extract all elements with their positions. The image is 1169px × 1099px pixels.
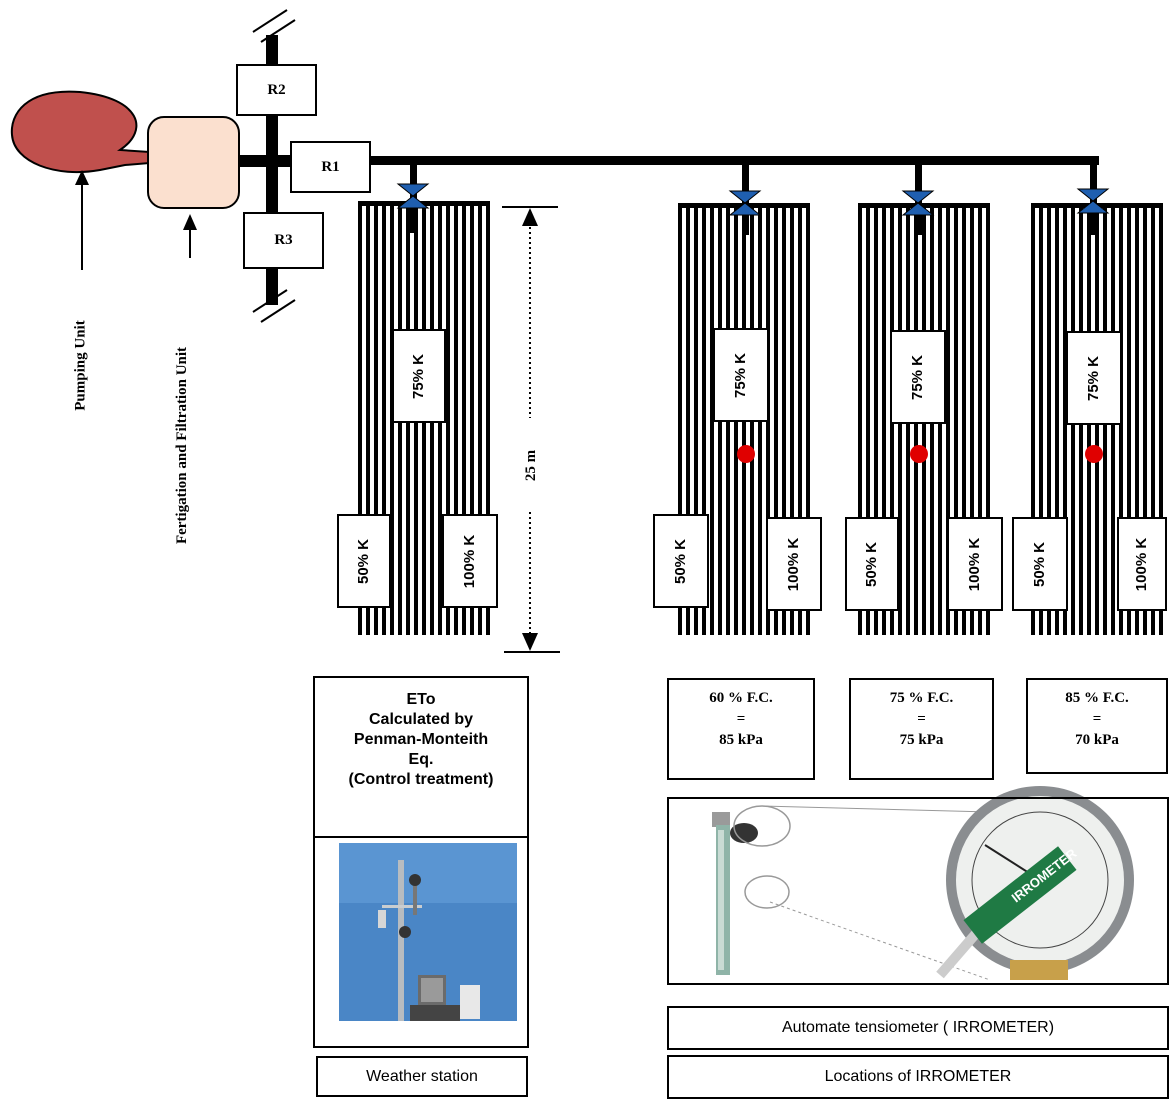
valve-icon <box>728 190 762 204</box>
irrometer-photo <box>712 786 1134 981</box>
lateral-pipe <box>694 205 698 635</box>
pipe-break-mark <box>260 299 296 323</box>
lateral-pipe <box>866 205 870 635</box>
k-box-right: 100% K <box>947 517 1003 611</box>
valve-icon <box>901 190 935 204</box>
main-pipe <box>370 156 1099 165</box>
lateral-pipe <box>1039 205 1043 635</box>
irrometer-caption: Automate tensiometer ( IRROMETER) <box>667 1006 1169 1050</box>
k-box-right: 100% K <box>1117 517 1167 611</box>
k-box-right: 100% K <box>442 514 498 608</box>
lateral-pipe <box>790 205 794 635</box>
lateral-pipe <box>1127 205 1131 635</box>
k-box-left: 50% K <box>337 514 391 608</box>
k-box-top: 75% K <box>392 329 446 423</box>
fc-panel: 75 % F.C.=75 kPa <box>849 678 994 780</box>
riser-r3: R3 <box>243 212 324 269</box>
lateral-pipe <box>382 203 386 635</box>
valve-icon <box>1076 200 1110 214</box>
lateral-pipe <box>702 205 706 635</box>
tensiometer-location-dot <box>910 445 928 463</box>
lateral-pipe <box>470 203 474 635</box>
pumping-unit-label: Pumping Unit <box>72 319 89 411</box>
lateral-pipe <box>858 205 862 635</box>
pumping-unit-shape <box>10 90 151 174</box>
lateral-pipe <box>962 205 966 635</box>
pipe-break-mark <box>252 9 288 33</box>
pipe-break-mark <box>252 289 288 313</box>
dimension-arrowhead-top <box>522 208 538 226</box>
irrometer-locations-caption: Locations of IRROMETER <box>667 1055 1169 1099</box>
eto-line: Eq. <box>408 751 434 768</box>
lateral-pipe <box>1047 205 1051 635</box>
lateral-pipe <box>798 205 802 635</box>
lateral-pipe <box>374 203 378 635</box>
lateral-pipe <box>678 205 682 635</box>
valve-icon <box>901 202 935 216</box>
lateral-pipe <box>1151 205 1155 635</box>
lateral-pipe <box>710 205 714 635</box>
k-box-top: 75% K <box>890 330 946 424</box>
lateral-pipe <box>446 203 450 635</box>
lateral-pipe <box>1063 205 1067 635</box>
lateral-pipe <box>454 203 458 635</box>
lateral-pipe <box>462 203 466 635</box>
lateral-pipe <box>1055 205 1059 635</box>
fertigation-unit-label: Fertigation and Filtration Unit <box>174 346 191 544</box>
riser-r1: R1 <box>290 141 371 193</box>
lateral-pipe <box>782 205 786 635</box>
lateral-pipe <box>806 205 810 635</box>
eto-line: Penman-Monteith <box>353 731 489 748</box>
irrometer-photo-frame <box>667 797 1169 985</box>
riser-r2: R2 <box>236 64 317 116</box>
valve-icon <box>396 195 430 209</box>
distance-label: 25 m <box>523 449 540 481</box>
lateral-pipe <box>686 205 690 635</box>
main-connector <box>239 155 291 167</box>
lateral-pipe <box>986 205 990 635</box>
valve-icon <box>396 183 430 197</box>
fertigation-unit-shape <box>147 116 240 209</box>
k-box-left: 50% K <box>1012 517 1068 611</box>
lateral-pipe <box>1159 205 1163 635</box>
lateral-pipe <box>1031 205 1035 635</box>
eto-line: Calculated by <box>368 711 474 728</box>
lateral-pipe <box>874 205 878 635</box>
eto-method-panel: ETo Calculated by Penman-Monteith Eq. (C… <box>313 676 529 838</box>
lateral-pipe <box>970 205 974 635</box>
k-box-top: 75% K <box>1066 331 1122 425</box>
k-box-left: 50% K <box>653 514 709 608</box>
k-box-top: 75% K <box>713 328 769 422</box>
lateral-pipe <box>1135 205 1139 635</box>
dimension-label-backdrop <box>516 418 546 510</box>
eto-line: (Control treatment) <box>348 771 494 788</box>
eto-line: ETo <box>406 691 436 708</box>
pipe-break-mark <box>260 19 296 43</box>
lateral-pipe <box>954 205 958 635</box>
tensiometer-location-dot <box>1085 445 1103 463</box>
tensiometer-location-dot <box>737 445 755 463</box>
valve-icon <box>1076 188 1110 202</box>
lateral-pipe <box>978 205 982 635</box>
lateral-pipe <box>1143 205 1147 635</box>
lateral-pipe <box>774 205 778 635</box>
fertigation-pointer-arrowhead <box>183 214 197 230</box>
lateral-pipe <box>486 203 490 635</box>
lateral-pipe <box>478 203 482 635</box>
k-box-left: 50% K <box>845 517 899 611</box>
dimension-arrowhead-bottom <box>522 633 538 651</box>
weather-station-caption: Weather station <box>316 1056 528 1097</box>
fc-panel: 85 % F.C.=70 kPa <box>1026 678 1168 774</box>
weather-station-frame <box>313 836 529 1048</box>
lateral-pipe <box>882 205 886 635</box>
valve-icon <box>728 202 762 216</box>
lateral-pipe <box>358 203 362 635</box>
weather-station-photo <box>339 843 517 1021</box>
lateral-pipe <box>366 203 370 635</box>
pump-pointer-arrowhead <box>75 170 89 185</box>
k-box-right: 100% K <box>766 517 822 611</box>
lateral-pipe <box>946 205 950 635</box>
fc-panel: 60 % F.C.=85 kPa <box>667 678 815 780</box>
